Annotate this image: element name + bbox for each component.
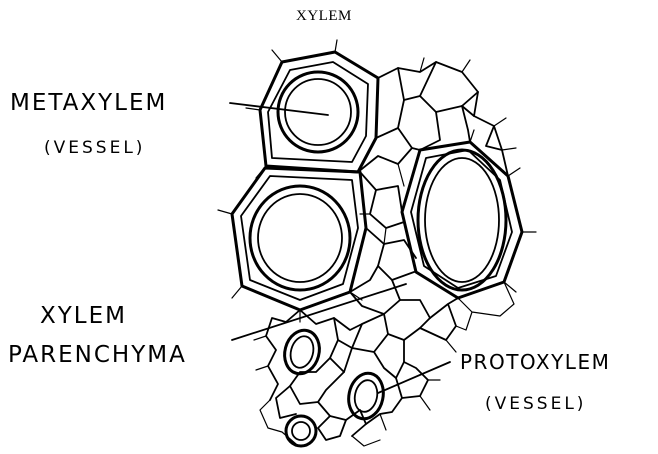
- protoxylem-vessels: [280, 326, 388, 446]
- metaxylem-vessel-right: [402, 130, 536, 298]
- xylem-parenchyma-cells: [350, 58, 516, 352]
- metaxylem-vessel-upper: [246, 40, 390, 178]
- metaxylem-sub-label: (VESSEL): [44, 140, 145, 157]
- parenchyma-label-line2: PARENCHYMA: [8, 344, 187, 367]
- protoxylem-sub-label: (VESSEL): [485, 396, 586, 413]
- metaxylem-label: METAXYLEM: [10, 92, 167, 115]
- diagram-title: XYLEM: [296, 9, 352, 24]
- parenchyma-label-line1: XYLEM: [40, 305, 127, 328]
- protoxylem-label: PROTOXYLEM: [460, 352, 610, 372]
- metaxylem-vessel-lower: [218, 168, 366, 322]
